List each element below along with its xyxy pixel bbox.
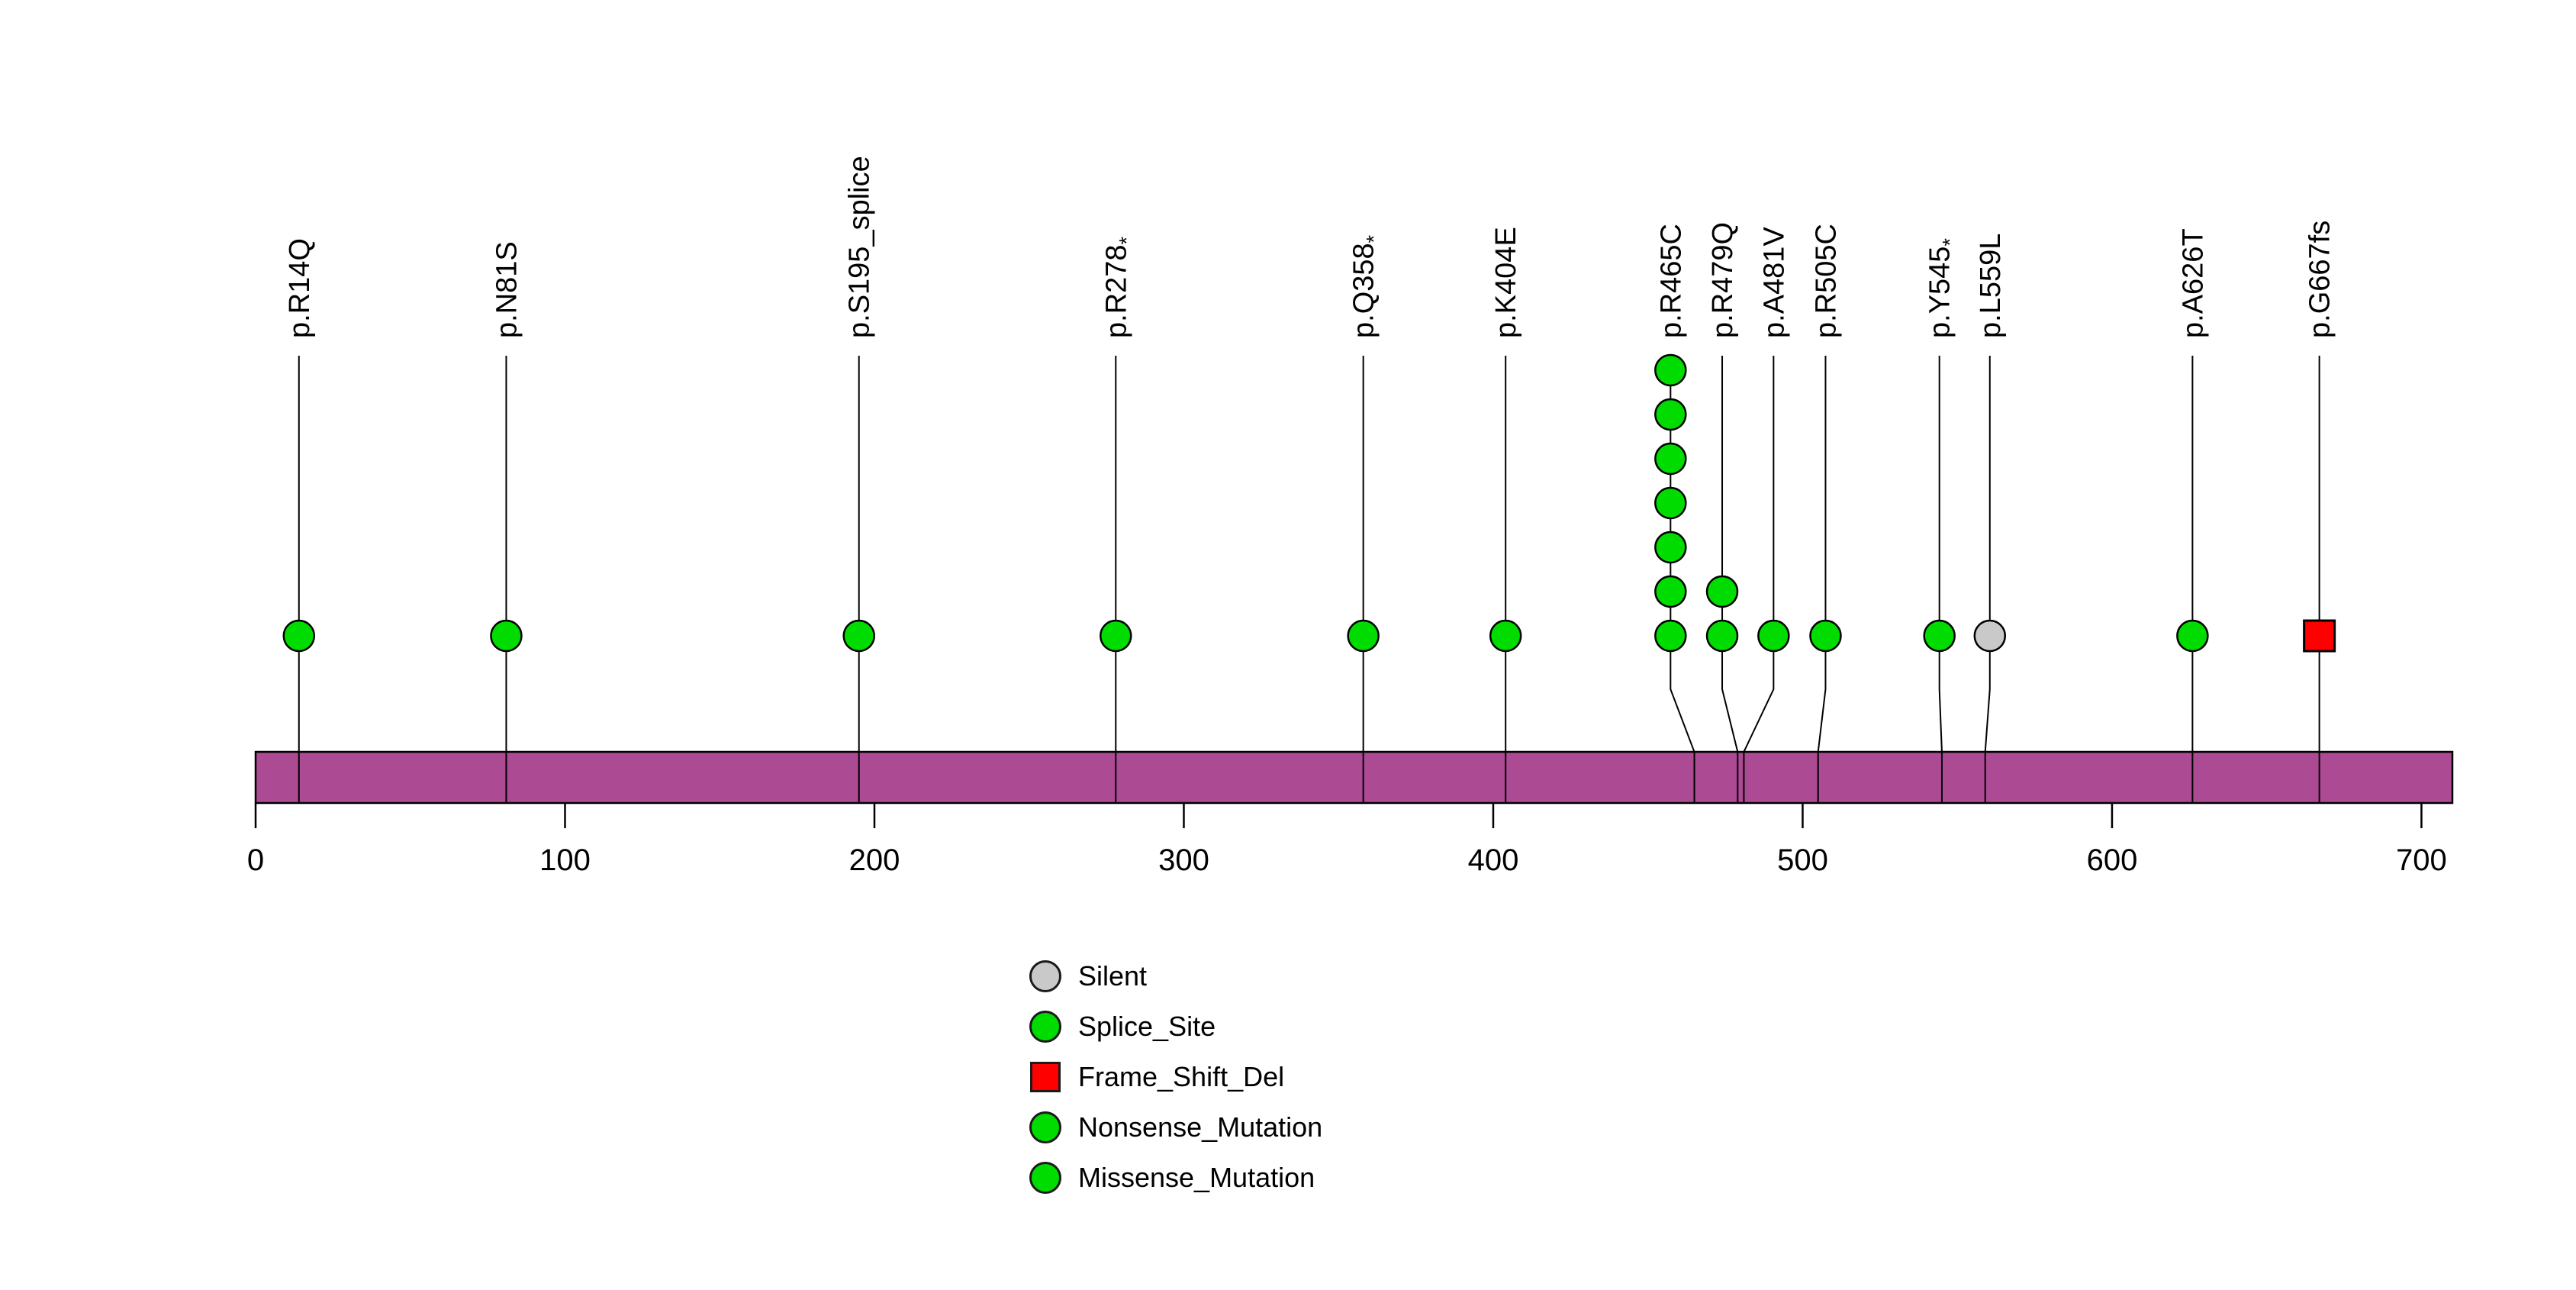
lollipop-p.Y545*: p.Y545* — [1923, 238, 1962, 803]
mutation-label-text: p.R479Q — [1707, 222, 1739, 338]
mutation-marker-circle — [282, 619, 316, 653]
frame-shift-del-marker-icon — [1030, 1062, 1061, 1092]
legend-label-frame-shift-del: Frame_Shift_Del — [1078, 1061, 1285, 1092]
mutation-marker-circle — [1489, 619, 1522, 653]
mutation-marker-circle — [490, 619, 523, 653]
legend-label-nonsense-mutation: Nonsense_Mutation — [1078, 1111, 1323, 1143]
missense-mutation-marker-icon — [1029, 1162, 1061, 1194]
mutation-marker-circle — [1923, 619, 1956, 653]
lollipop-p.S195_splice: p.S195_splice — [842, 156, 876, 803]
axis-tick-label-300: 300 — [1158, 843, 1209, 877]
mutation-marker-circle — [1654, 575, 1687, 608]
legend-row-nonsense-mutation: Nonsense_Mutation — [1029, 1102, 1322, 1153]
mutation-label-p.R479Q: p.R479Q — [1707, 222, 1739, 338]
mutation-marker-circle — [1973, 619, 2007, 653]
legend-row-splice-site: Splice_Site — [1029, 1001, 1322, 1052]
silent-marker-icon — [1029, 960, 1061, 992]
mutation-label-text: p.R505C — [1810, 224, 1842, 338]
mutation-marker-circle — [842, 619, 875, 653]
legend: Silent Splice_Site Frame_Shift_Del Nonse… — [1029, 951, 1322, 1203]
axis-tick-label-600: 600 — [2087, 843, 2138, 877]
lollipop-p.K404E: p.K404E — [1489, 227, 1522, 803]
mutation-label-text: p.S195_splice — [844, 156, 876, 338]
lollipop-p.L559L: p.L559L — [1973, 234, 2007, 803]
mutation-label-text: p.Y545* — [1924, 238, 1962, 338]
mutation-label-text: p.K404E — [1490, 227, 1522, 338]
splice-site-marker-icon — [1029, 1011, 1061, 1043]
lollipop-p.N81S: p.N81S — [490, 241, 523, 803]
mutation-label-p.G667fs: p.G667fs — [2304, 221, 2336, 338]
lollipop-p.R278*: p.R278* — [1100, 236, 1138, 803]
axis-tick-label-500: 500 — [1777, 843, 1828, 877]
axis-tick-label-200: 200 — [849, 843, 900, 877]
mutation-label-p.R14Q: p.R14Q — [284, 238, 316, 338]
mutation-marker-circle — [1809, 619, 1842, 653]
legend-row-missense-mutation: Missense_Mutation — [1029, 1153, 1322, 1203]
lollipop-p.A481V: p.A481V — [1743, 227, 1790, 803]
mutation-label-p.S195_splice: p.S195_splice — [844, 156, 876, 338]
mutation-label-text: p.N81S — [491, 241, 523, 338]
mutation-marker-circle — [1100, 619, 1132, 653]
lollipop-p.R505C: p.R505C — [1809, 224, 1842, 803]
mutation-marker-circle — [1654, 486, 1687, 520]
mutation-label-text: p.R465C — [1655, 224, 1687, 338]
legend-label-silent: Silent — [1078, 960, 1148, 992]
lollipop-p.G667fs: p.G667fs — [2303, 221, 2336, 803]
axis-tick-label-400: 400 — [1468, 843, 1519, 877]
lollipop-stem — [1938, 356, 1943, 803]
axis-tick-label-0: 0 — [247, 843, 264, 877]
axis-tick-label-700: 700 — [2396, 843, 2447, 877]
mutation-label-p.R278*: p.R278* — [1100, 236, 1138, 338]
lollipop-stem — [1984, 356, 1991, 803]
nonsense-mutation-marker-icon — [1029, 1111, 1061, 1143]
lollipop-stem — [1670, 356, 1695, 803]
mutation-marker-circle — [2176, 619, 2209, 653]
mutation-label-p.A626T: p.A626T — [2177, 228, 2209, 338]
lollipop-p.R14Q: p.R14Q — [282, 238, 316, 803]
lollipop-p.R479Q: p.R479Q — [1705, 222, 1739, 803]
mutation-label-text: p.R278* — [1100, 236, 1138, 338]
lollipop-stem — [1817, 356, 1827, 803]
mutation-marker-square — [2303, 619, 2336, 653]
mutation-label-text: p.L559L — [1975, 234, 2007, 338]
mutation-label-p.R465C: p.R465C — [1655, 224, 1687, 338]
legend-row-silent: Silent — [1029, 951, 1322, 1001]
lollipop-stem — [1743, 356, 1775, 803]
mutation-label-p.N81S: p.N81S — [491, 241, 523, 338]
mutation-label-p.R505C: p.R505C — [1810, 224, 1842, 338]
lollipop-stem — [1721, 356, 1739, 803]
mutation-label-text: p.Q358* — [1348, 234, 1386, 338]
legend-row-frame-shift-del: Frame_Shift_Del — [1029, 1052, 1322, 1102]
mutation-marker-circle — [1654, 442, 1687, 476]
mutation-label-p.K404E: p.K404E — [1490, 227, 1522, 338]
mutation-marker-circle — [1757, 619, 1790, 653]
mutation-label-p.L559L: p.L559L — [1975, 234, 2007, 338]
mutation-label-text: p.A626T — [2177, 228, 2209, 338]
mutation-marker-circle — [1654, 398, 1687, 431]
mutation-marker-circle — [1705, 619, 1739, 653]
lollipop-p.A626T: p.A626T — [2176, 228, 2209, 803]
gene-body-bar — [254, 750, 2454, 805]
mutation-marker-circle — [1654, 619, 1687, 653]
legend-label-splice-site: Splice_Site — [1078, 1011, 1216, 1042]
mutation-label-text: p.R14Q — [284, 238, 316, 338]
mutation-label-text: p.G667fs — [2304, 221, 2336, 338]
mutation-marker-circle — [1347, 619, 1380, 653]
mutation-label-p.Q358*: p.Q358* — [1348, 234, 1386, 338]
legend-label-missense-mutation: Missense_Mutation — [1078, 1162, 1315, 1193]
mutation-marker-circle — [1654, 353, 1687, 387]
lollipop-p.Q358*: p.Q358* — [1347, 234, 1386, 803]
mutation-label-p.A481V: p.A481V — [1758, 227, 1790, 338]
mutation-marker-circle — [1654, 531, 1687, 564]
mutation-marker-circle — [1705, 575, 1739, 608]
axis-tick-label-100: 100 — [539, 843, 591, 877]
mutation-label-p.Y545*: p.Y545* — [1924, 238, 1962, 338]
lollipop-p.R465C: p.R465C — [1654, 224, 1695, 803]
mutation-label-text: p.A481V — [1758, 227, 1790, 338]
